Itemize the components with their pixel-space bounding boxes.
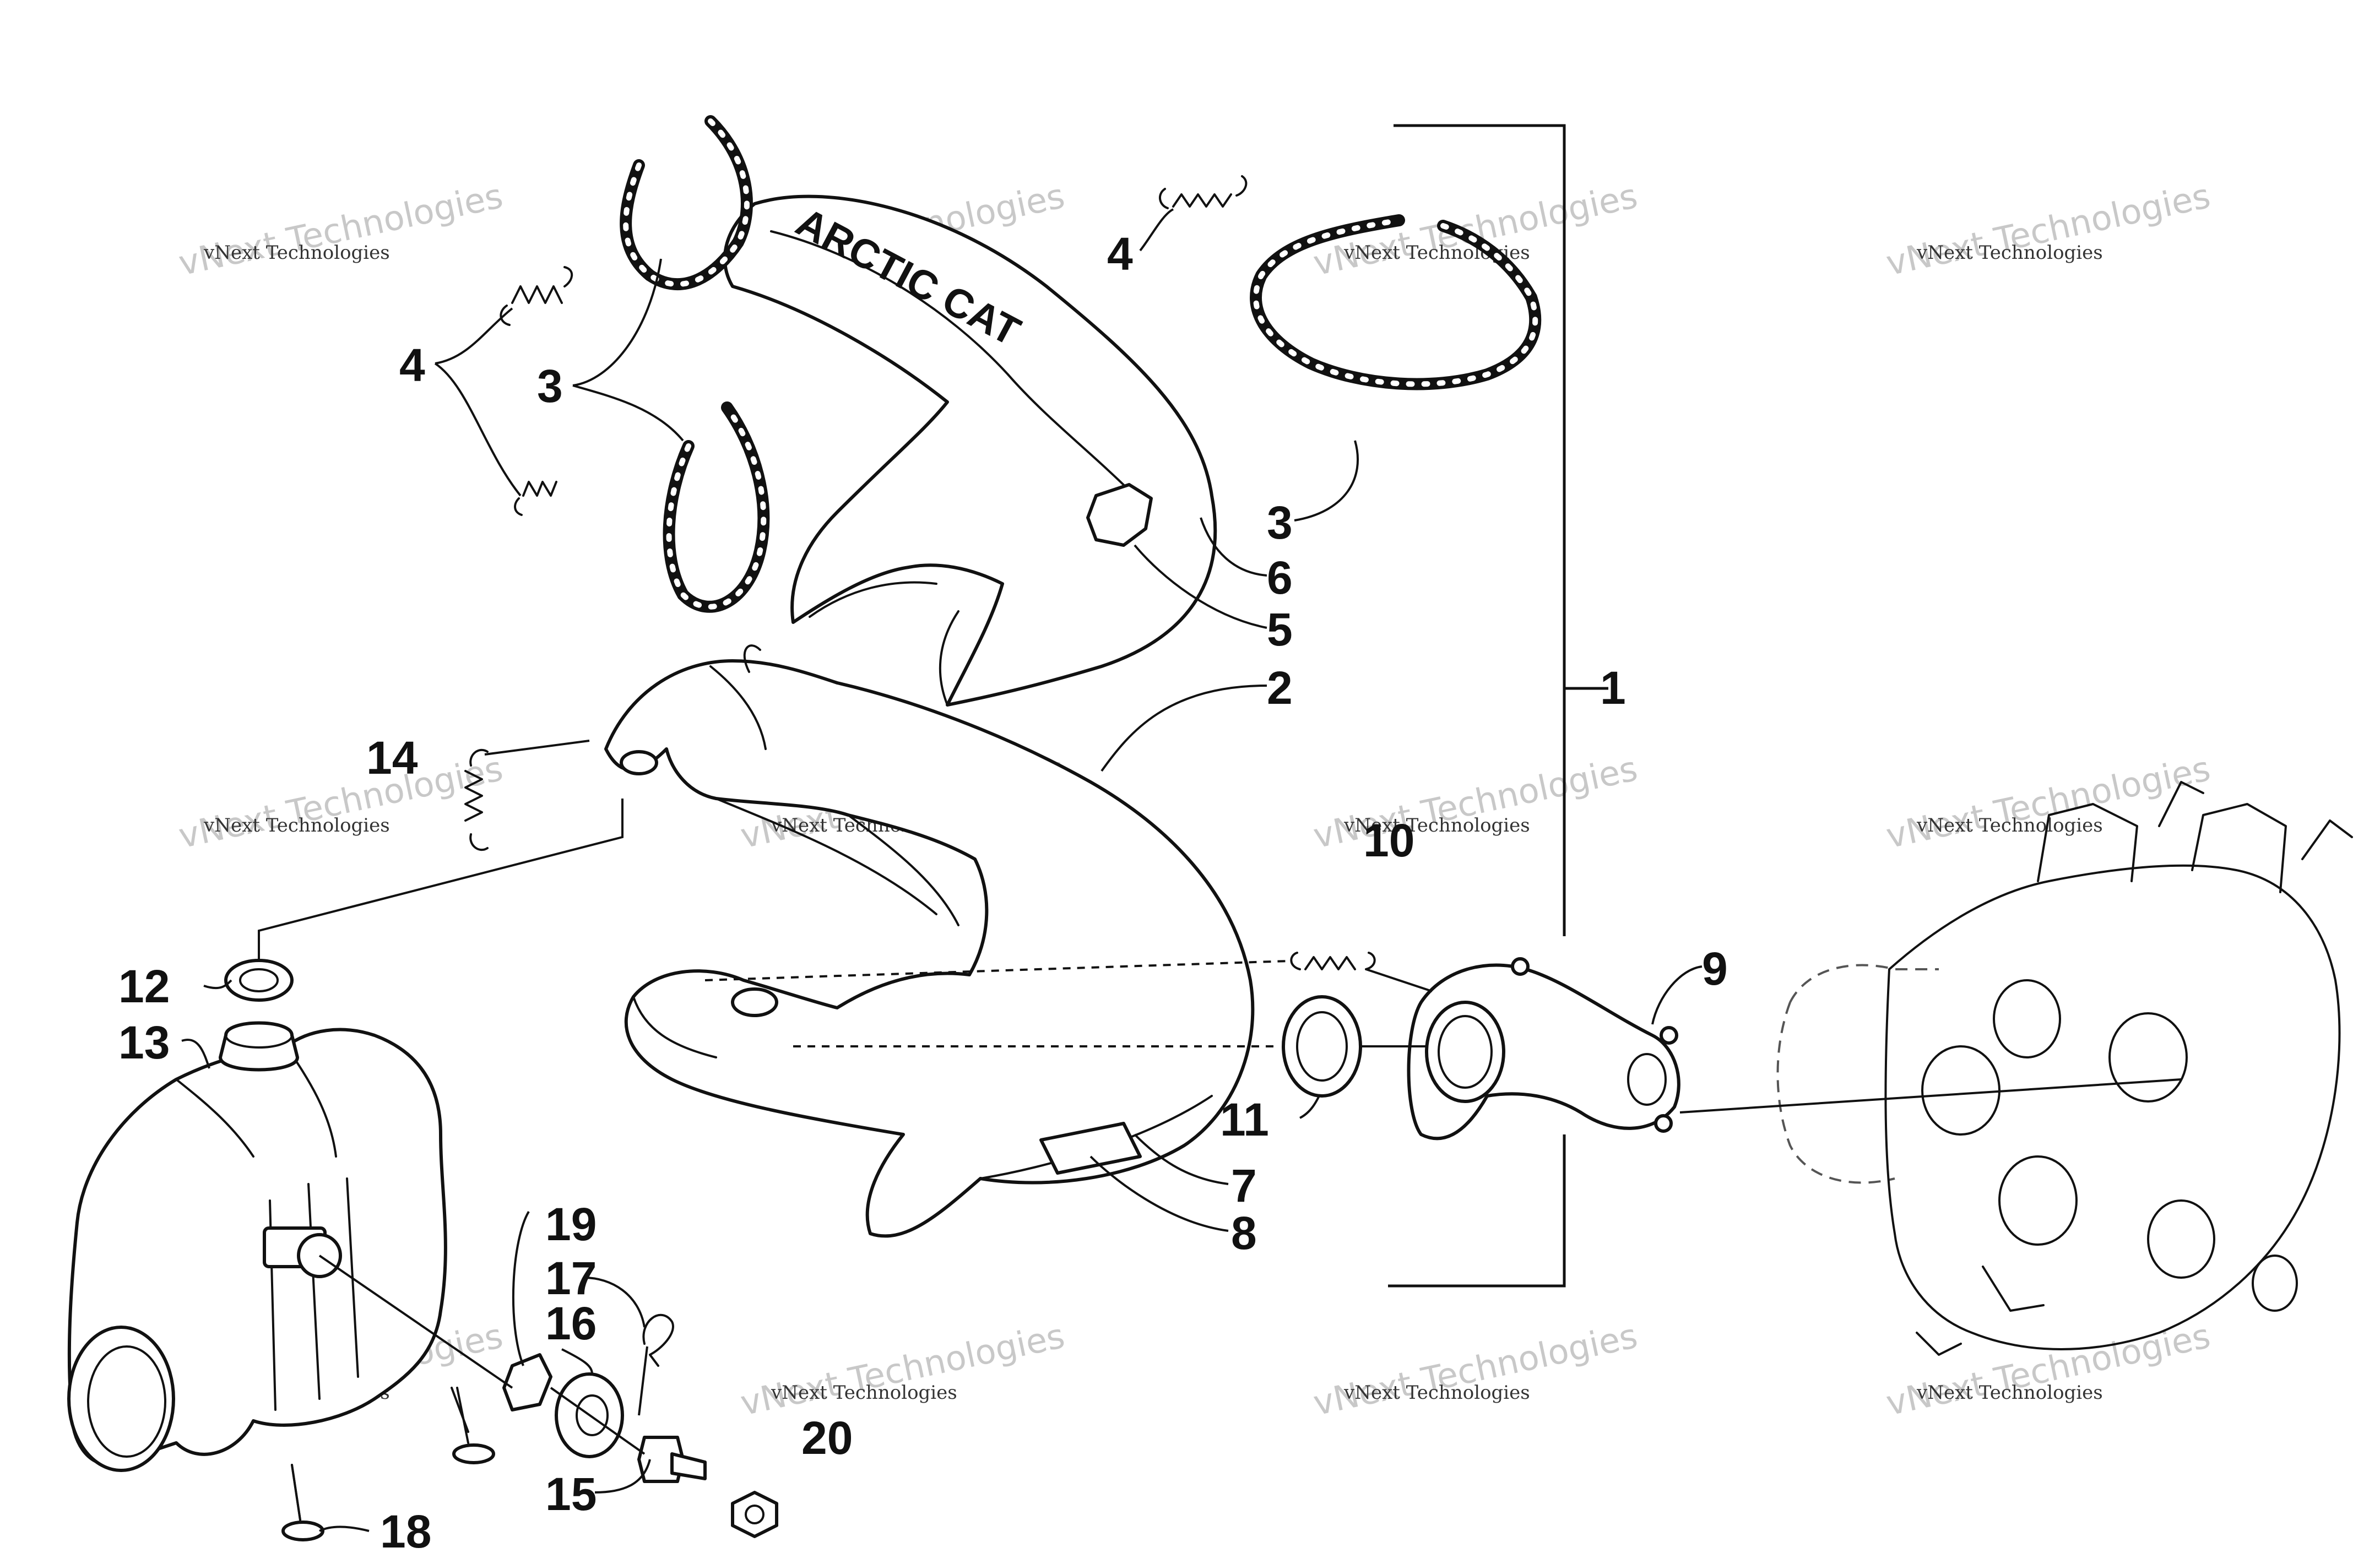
strap-upper-left [620, 115, 753, 291]
callout-2: 2 [1267, 662, 1293, 714]
strap-lower-left [663, 401, 770, 613]
exhaust-manifold [1407, 957, 1680, 1141]
watermark-large: vNext Technologies [1883, 748, 2214, 856]
mount-clip [502, 1353, 552, 1411]
heat-shield: ARCTIC CAT [723, 194, 1217, 707]
spring-14 [464, 748, 489, 851]
callout-20: 20 [801, 1412, 853, 1464]
callout-3: 3 [537, 360, 563, 412]
hair-pin [642, 1313, 674, 1367]
watermark-large: vNext Technologies [175, 176, 506, 284]
watermark-small: vNext Technologies [203, 242, 390, 264]
spring-top-left [500, 266, 573, 326]
callout-14: 14 [366, 732, 418, 784]
alignment-dashes [704, 960, 1427, 1047]
watermark-large: vNext Technologies [175, 748, 506, 856]
spring-top-right [1159, 175, 1248, 209]
rubber-boot [219, 1021, 299, 1072]
muffler [67, 1028, 469, 1521]
watermark-small: vNext Technologies [1343, 814, 1530, 837]
watermark-small: vNext Technologies [203, 814, 390, 837]
spring-mid-left [514, 481, 557, 516]
callout-1: 1 [1600, 662, 1626, 714]
mount-stud-left [281, 1464, 324, 1541]
callout-11: 11 [1220, 1094, 1269, 1145]
grommet-12 [224, 959, 294, 1002]
callout-8: 8 [1231, 1207, 1257, 1259]
callout-13: 13 [118, 1017, 170, 1068]
callout-7: 7 [1231, 1160, 1257, 1212]
callout-4: 4 [399, 339, 425, 391]
watermark-large: vNext Technologies [737, 1316, 1068, 1424]
leader-lines [181, 208, 2182, 1532]
callout-6: 6 [1267, 552, 1293, 604]
gasket-ring [1282, 995, 1362, 1098]
hex-nut [731, 1491, 778, 1538]
callout-3: 3 [1267, 497, 1293, 549]
callout-numbers: 1 2 3 3 4 4 5 6 7 8 9 10 11 12 13 14 15 … [118, 228, 1728, 1553]
watermark-large: vNext Technologies [1310, 748, 1641, 856]
callout-16: 16 [545, 1297, 597, 1349]
shield-patch [1086, 483, 1153, 547]
watermark-small: vNext Technologies [1343, 1382, 1530, 1404]
callout-19: 19 [545, 1198, 597, 1250]
watermark-large: vNext Technologies [1883, 176, 2214, 284]
callout-10: 10 [1363, 814, 1414, 866]
watermark-small: vNext Technologies [1916, 814, 2103, 837]
callout-18: 18 [380, 1506, 431, 1553]
callout-5: 5 [1267, 604, 1293, 655]
watermark-small: vNext Technologies [771, 1382, 957, 1404]
assembly-bracket [1388, 124, 1608, 1288]
callout-15: 15 [545, 1468, 597, 1520]
strap-loop-right [1250, 214, 1542, 390]
watermark-small: vNext Technologies [1916, 1382, 2103, 1404]
callout-12: 12 [118, 960, 170, 1012]
mount-stud-right [452, 1387, 495, 1464]
callout-17: 17 [545, 1252, 597, 1304]
callout-9: 9 [1702, 943, 1728, 995]
engine-reference [1776, 781, 2353, 1356]
mount-bolt [637, 1436, 707, 1483]
watermark-small: vNext Technologies [1916, 242, 2103, 264]
callout-4: 4 [1107, 228, 1133, 280]
expansion-chamber [604, 644, 1255, 1238]
watermark-large: vNext Technologies [1310, 1316, 1641, 1424]
spring-10 [1290, 952, 1376, 970]
watermark-layer: vNext Technologies vNext Technologies vN… [175, 176, 2214, 1424]
